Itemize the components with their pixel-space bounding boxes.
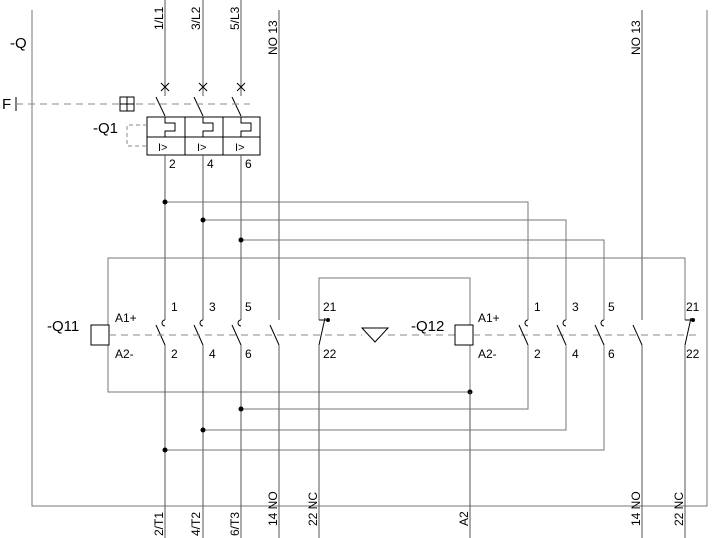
terminal-1-l1: 1/L1 [152, 6, 166, 30]
breaker-terminal-6: 6 [245, 157, 252, 171]
q12-terminal-21: 21 [686, 300, 700, 314]
coil-supply-frame [107, 257, 686, 325]
interlock-wire-top [318, 277, 471, 325]
breaker-contact-3 [231, 96, 242, 117]
breaker-contact-1 [155, 96, 166, 117]
coil-q12-a1: A1+ [478, 311, 500, 325]
terminal-14no-right: 14 NO [629, 491, 643, 526]
thermal-symbol-3 [240, 117, 252, 137]
thermal-symbol-2 [202, 117, 214, 137]
trip-symbol-2: I> [197, 142, 206, 154]
junction-return-1 [162, 447, 168, 453]
terminal-2-t1: 2/T1 [152, 512, 166, 536]
trip-symbol-3: I> [235, 142, 244, 154]
assembly-frame [31, 10, 708, 507]
q11-terminal-21: 21 [323, 300, 337, 314]
q12-terminal-1: 1 [534, 300, 541, 314]
q11-terminal-5: 5 [245, 300, 252, 314]
label-assembly: -Q [10, 35, 27, 52]
thermal-symbol-1 [164, 117, 176, 137]
label-contactor-q12: -Q12 [411, 318, 444, 335]
terminal-14no-left: 14 NO [266, 491, 280, 526]
coil-return-frame [107, 345, 471, 393]
wire-return-2 [241, 345, 529, 410]
breaker-terminal-2: 2 [169, 157, 176, 171]
trip-symbol-1: I> [158, 142, 167, 154]
junction-3 [238, 237, 244, 243]
junction-return-3 [238, 406, 244, 412]
contactor-q11-contacts [155, 317, 326, 346]
terminal-6-t3: 6/T3 [228, 512, 242, 536]
q12-terminal-22: 22 [686, 347, 700, 361]
coil-q11-a2: A2- [115, 347, 134, 361]
label-breaker: -Q1 [93, 120, 118, 137]
wire-return-6 [165, 345, 605, 451]
q11-terminal-6: 6 [245, 347, 252, 361]
label-mech-link: F [2, 96, 11, 113]
junction-2 [200, 217, 206, 223]
terminal-no13-left: NO 13 [266, 20, 280, 55]
breaker-link-bracket [126, 124, 147, 147]
q11-terminal-3: 3 [209, 300, 216, 314]
q12-nc-dot [691, 318, 695, 322]
coil-q12-a2: A2- [478, 347, 497, 361]
q11-nc-dot [326, 318, 330, 322]
terminal-cross-1 [160, 82, 170, 92]
terminal-5-l3: 5/L3 [228, 6, 242, 30]
junction-1 [162, 199, 168, 205]
breaker-contact-2 [193, 96, 204, 117]
contactor-q12-contacts [518, 317, 692, 346]
wire-cross-l1 [165, 201, 529, 320]
q12-terminal-5: 5 [608, 300, 615, 314]
junction-return-2 [200, 427, 206, 433]
q11-terminal-1: 1 [171, 300, 178, 314]
q12-terminal-4: 4 [572, 347, 579, 361]
q12-terminal-3: 3 [572, 300, 579, 314]
terminal-22nc-left: 22 NC [306, 492, 320, 526]
terminal-cross-2 [198, 82, 208, 92]
q11-terminal-2: 2 [171, 347, 178, 361]
q11-terminal-4: 4 [209, 347, 216, 361]
coil-q11 [90, 324, 110, 346]
terminal-4-t2: 4/T2 [189, 512, 203, 536]
coil-q12 [454, 324, 474, 346]
terminal-no13-right: NO 13 [629, 20, 643, 55]
wire-cross-l3 [241, 239, 605, 320]
wire-return-4 [203, 345, 567, 431]
q12-terminal-6: 6 [608, 347, 615, 361]
breaker-terminal-4: 4 [207, 157, 214, 171]
terminal-3-l2: 3/L2 [189, 6, 203, 30]
wire-cross-l2 [203, 219, 567, 320]
coil-q11-a1: A1+ [115, 311, 137, 325]
terminal-22nc-right: 22 NC [672, 492, 686, 526]
terminal-cross-3 [236, 82, 246, 92]
label-contactor-q11: -Q11 [47, 318, 79, 335]
q12-terminal-2: 2 [534, 347, 541, 361]
terminal-a2: A2 [457, 511, 471, 526]
interlock-symbol [360, 327, 390, 343]
q11-terminal-22: 22 [323, 347, 337, 361]
